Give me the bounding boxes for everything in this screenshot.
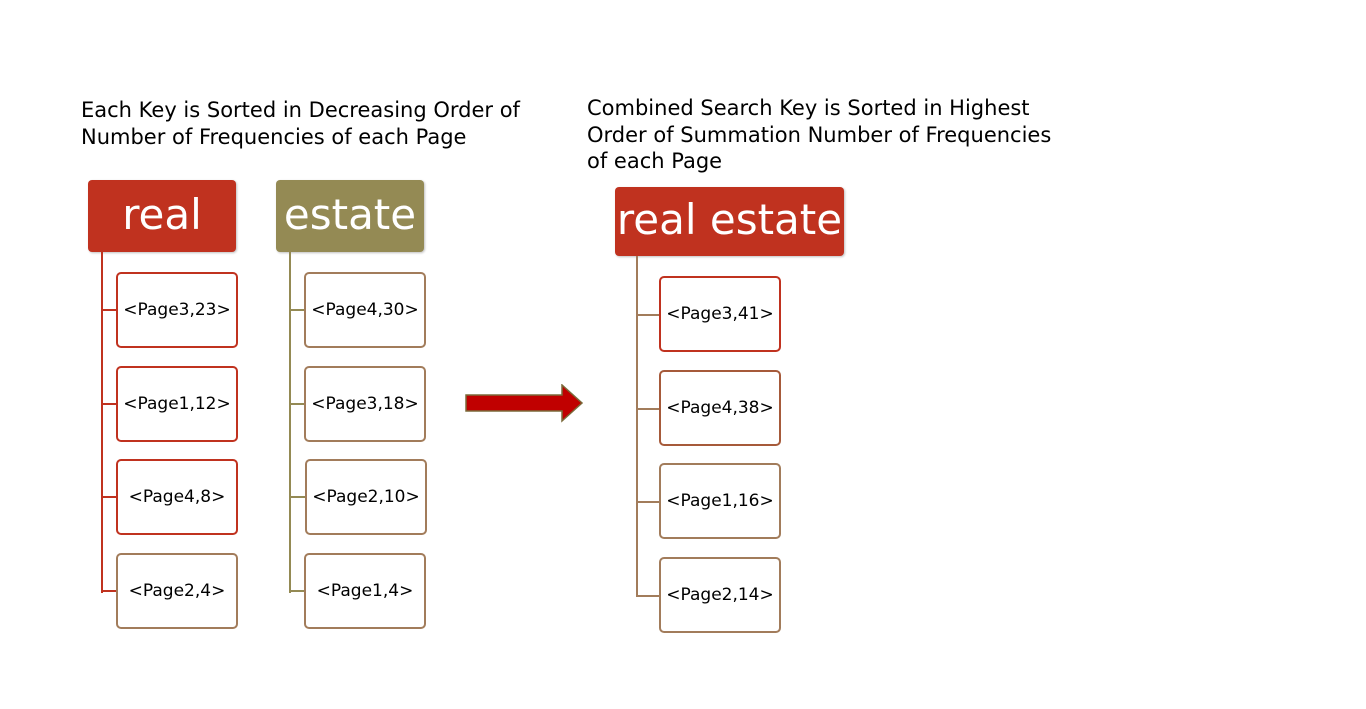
- key-real-branch: [101, 590, 117, 592]
- estate-page-item: <Page1,4>: [304, 553, 426, 629]
- combined-page-item: <Page2,14>: [659, 557, 781, 633]
- combined-key-branch: [636, 501, 660, 503]
- key-estate-branch: [289, 403, 305, 405]
- combined-page-item: <Page3,41>: [659, 276, 781, 352]
- combined-key-branch: [636, 408, 660, 410]
- key-estate-connector: [289, 252, 291, 593]
- combined-page-item: <Page4,38>: [659, 370, 781, 446]
- combined-key-branch: [636, 595, 660, 597]
- combined-key-branch: [636, 314, 660, 316]
- real-page-item: <Page4,8>: [116, 459, 238, 535]
- key-real-branch: [101, 309, 117, 311]
- real-page-item: <Page1,12>: [116, 366, 238, 442]
- right-caption-line-3: of each Page: [587, 149, 723, 173]
- real-page-item: <Page3,23>: [116, 272, 238, 348]
- estate-page-item: <Page2,10>: [305, 459, 427, 535]
- left-caption-line-2: Number of Frequencies of each Page: [81, 125, 467, 149]
- combined-key-connector: [636, 256, 638, 597]
- key-estate-branch: [289, 309, 305, 311]
- key-real-branch: [101, 496, 117, 498]
- key-estate-box: estate: [276, 180, 424, 252]
- left-caption-line-1: Each Key is Sorted in Decreasing Order o…: [81, 98, 520, 122]
- key-real-branch: [101, 403, 117, 405]
- combined-page-item: <Page1,16>: [659, 463, 781, 539]
- real-page-item: <Page2,4>: [116, 553, 238, 629]
- left-caption: Each Key is Sorted in Decreasing Order o…: [81, 97, 520, 151]
- key-estate-branch: [289, 590, 305, 592]
- right-arrow-icon: [465, 384, 584, 423]
- estate-page-item: <Page3,18>: [304, 366, 426, 442]
- key-estate-branch: [289, 496, 305, 498]
- right-caption: Combined Search Key is Sorted in Highest…: [587, 95, 1051, 175]
- key-real-connector: [101, 252, 103, 593]
- key-real-box: real: [88, 180, 236, 252]
- right-caption-line-2: Order of Summation Number of Frequencies: [587, 122, 1052, 147]
- combined-key-box: real estate: [615, 187, 844, 256]
- right-caption-line-1: Combined Search Key is Sorted in Highest: [587, 96, 1030, 120]
- estate-page-item: <Page4,30>: [304, 272, 426, 348]
